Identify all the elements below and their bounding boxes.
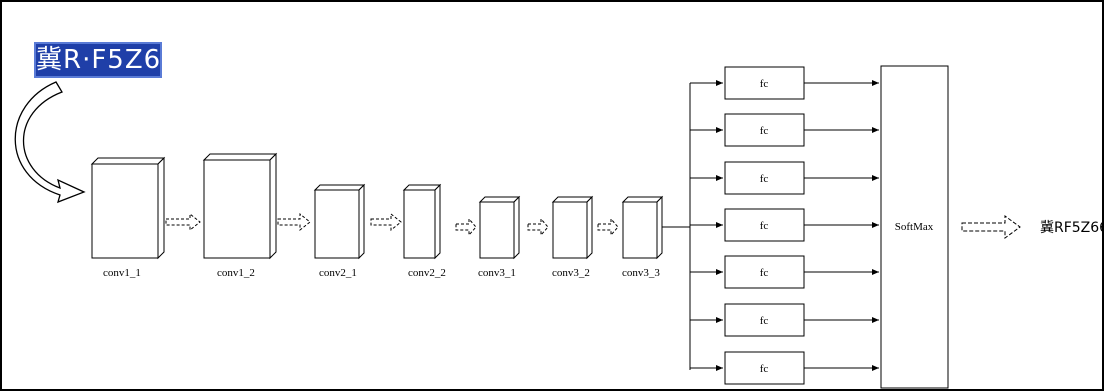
dashed-arrow-icon — [370, 212, 402, 232]
layer-label-conv2-2: conv2_2 — [408, 267, 446, 279]
fc-block-1: fc — [690, 66, 879, 100]
layer-label-conv3-3: conv3_3 — [622, 267, 660, 279]
conv-block-3 — [313, 183, 366, 260]
conv-block-2 — [202, 152, 278, 260]
fc-label: fc — [760, 173, 769, 185]
dashed-arrow-icon — [597, 217, 619, 237]
layer-label-conv2-1: conv2_1 — [319, 267, 357, 279]
fc-block-2: fc — [690, 113, 879, 147]
softmax-label: SoftMax — [895, 221, 934, 233]
license-plate-image: 冀R·F5Z66 — [34, 42, 178, 78]
softmax-block — [880, 65, 949, 389]
layer-label-conv3-1: conv3_1 — [478, 267, 516, 279]
fc-block-6: fc — [690, 303, 879, 337]
output-dashed-arrow — [961, 215, 1021, 239]
conv-block-1 — [90, 156, 166, 260]
layer-label-conv1-2: conv1_2 — [217, 267, 255, 279]
layer-label-conv3-2: conv3_2 — [552, 267, 590, 279]
fc-block-3: fc — [690, 161, 879, 195]
dashed-arrow-icon — [277, 212, 311, 232]
fc-block-5: fc — [690, 255, 879, 289]
dashed-arrow-icon — [455, 217, 477, 237]
fc-label: fc — [760, 267, 769, 279]
fc-block-4: fc — [690, 208, 879, 242]
conv-block-4 — [402, 183, 442, 260]
recognized-plate-text: 冀RF5Z66 — [1040, 220, 1104, 236]
curved-arrow-icon — [14, 81, 86, 204]
conv-block-6 — [551, 195, 594, 260]
dashed-arrow-icon — [165, 212, 201, 232]
conv-block-7 — [621, 195, 664, 260]
dashed-arrow-icon — [527, 217, 549, 237]
conv-block-5 — [478, 195, 521, 260]
fc-label: fc — [760, 315, 769, 327]
fc-label: fc — [760, 363, 769, 375]
fc-block-7: fc — [690, 351, 879, 385]
fc-label: fc — [760, 125, 769, 137]
fc-label: fc — [760, 78, 769, 90]
fc-label: fc — [760, 220, 769, 232]
layer-label-conv1-1: conv1_1 — [103, 267, 141, 279]
